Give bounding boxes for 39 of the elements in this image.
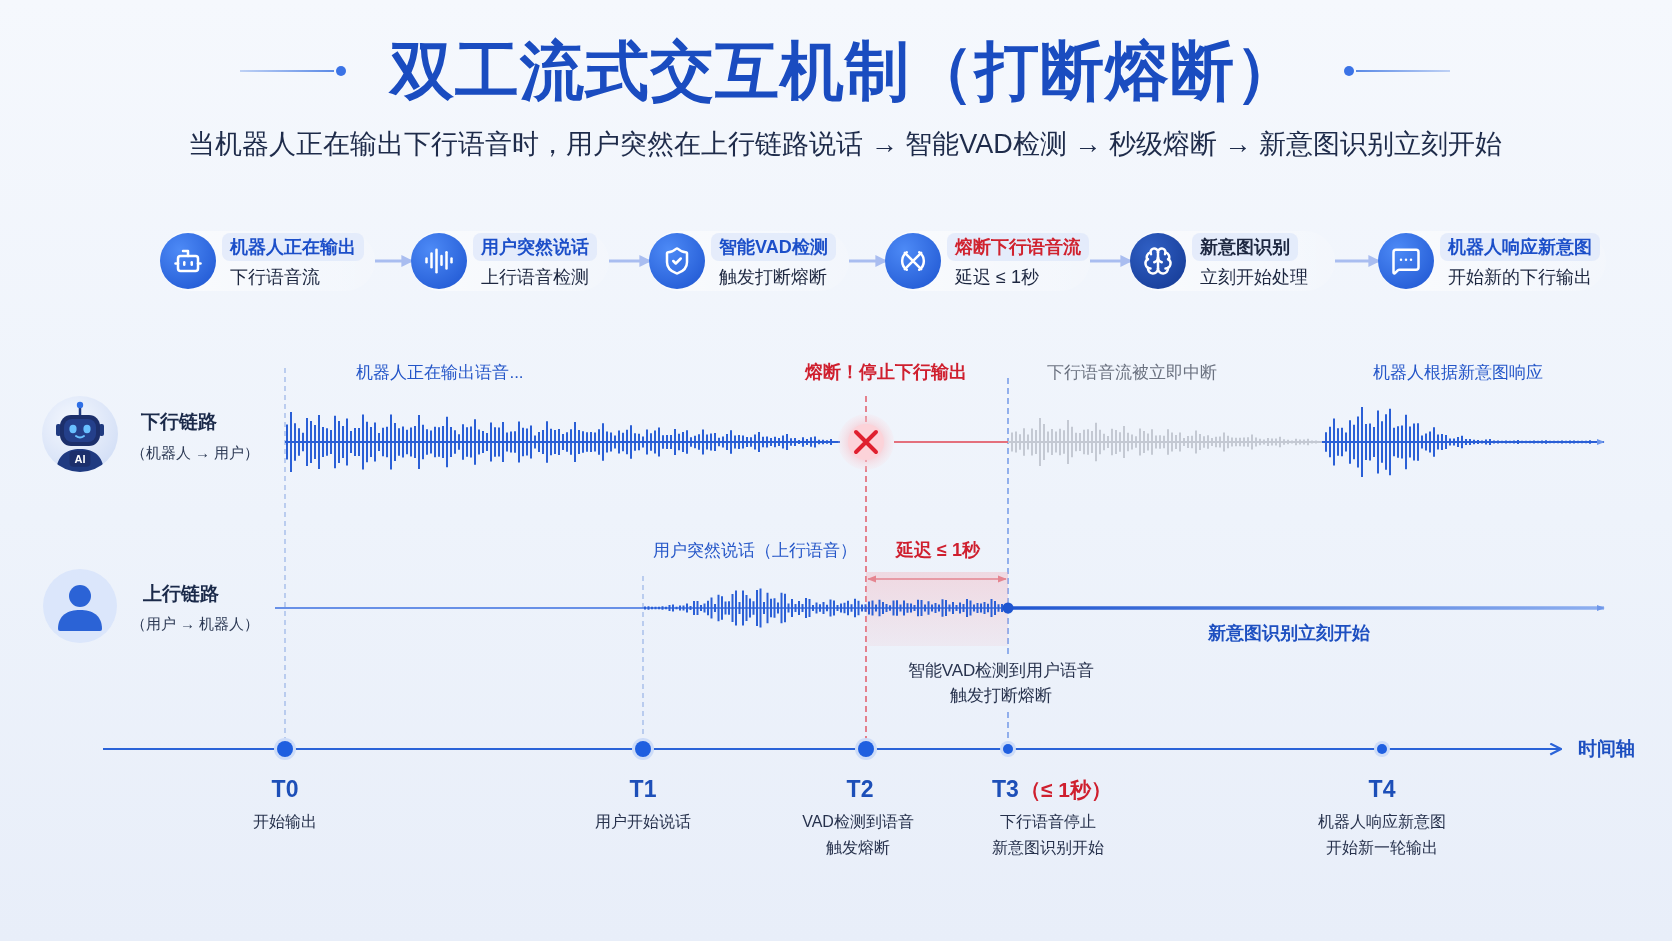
time-label: T3 (992, 775, 1019, 805)
description: 用户开始说话 (595, 812, 691, 833)
step-title: 用户突然说话 (473, 233, 597, 261)
description: 机器人响应新意图开始新一轮输出 (1318, 812, 1446, 858)
delay-note: （≤ 1秒） (1020, 777, 1113, 804)
step-description: 下行语音流 (229, 266, 321, 289)
step-title: 智能VAD检测 (711, 233, 836, 261)
time-label: T2 (846, 775, 874, 805)
step-title: 机器人响应新意图 (1440, 233, 1600, 261)
time-label: T0 (271, 775, 299, 805)
step-title: 机器人正在输出 (222, 233, 364, 261)
lane-direction: （机器人 → 用户） (130, 443, 260, 463)
step-description: 触发打断熔断 (718, 266, 828, 289)
step-description: 立刻开始处理 (1199, 266, 1309, 289)
alert-annotation: 延迟 ≤ 1秒 (896, 539, 980, 563)
axis-title: 时间轴 (1577, 736, 1635, 761)
step-description: 上行语音检测 (480, 266, 590, 289)
lane-title: 上行链路 (143, 581, 219, 606)
annotation: 新意图识别立刻开始 (1208, 622, 1370, 646)
alert-annotation: 熔断！停止下行输出 (805, 361, 967, 385)
annotation: 机器人根据新意图响应 (1373, 361, 1543, 384)
description: 下行语音停止新意图识别开始 (992, 812, 1104, 858)
step-description: 延迟 ≤ 1秒 (954, 266, 1040, 289)
time-label: T4 (1368, 775, 1396, 805)
step-description: 开始新的下行输出 (1447, 266, 1593, 289)
title: 双工流式交互机制（打断熔断） (390, 35, 1300, 107)
lane-direction: （用户 → 机器人） (130, 614, 260, 634)
time-label: T1 (629, 775, 657, 805)
annotation: 用户突然说话（上行语音） (653, 539, 857, 562)
step-title: 熔断下行语音流 (947, 233, 1089, 261)
subtitle: 当机器人正在输出下行语音时，用户突然在上行链路说话 → 智能VAD检测 → 秒级熔断 → 新意图识别立刻开始 (188, 128, 1502, 162)
description: VAD检测到语音触发熔断 (802, 812, 914, 858)
step-title: 新意图识别 (1192, 233, 1298, 261)
description: 智能VAD检测到用户语音触发打断熔断 (907, 660, 1095, 707)
ai-badge: AI (69, 450, 91, 468)
description: 开始输出 (253, 812, 317, 833)
annotation: 下行语音流被立即中断 (1047, 361, 1217, 384)
annotation: 机器人正在输出语音... (356, 361, 524, 384)
lane-title: 下行链路 (141, 409, 217, 434)
